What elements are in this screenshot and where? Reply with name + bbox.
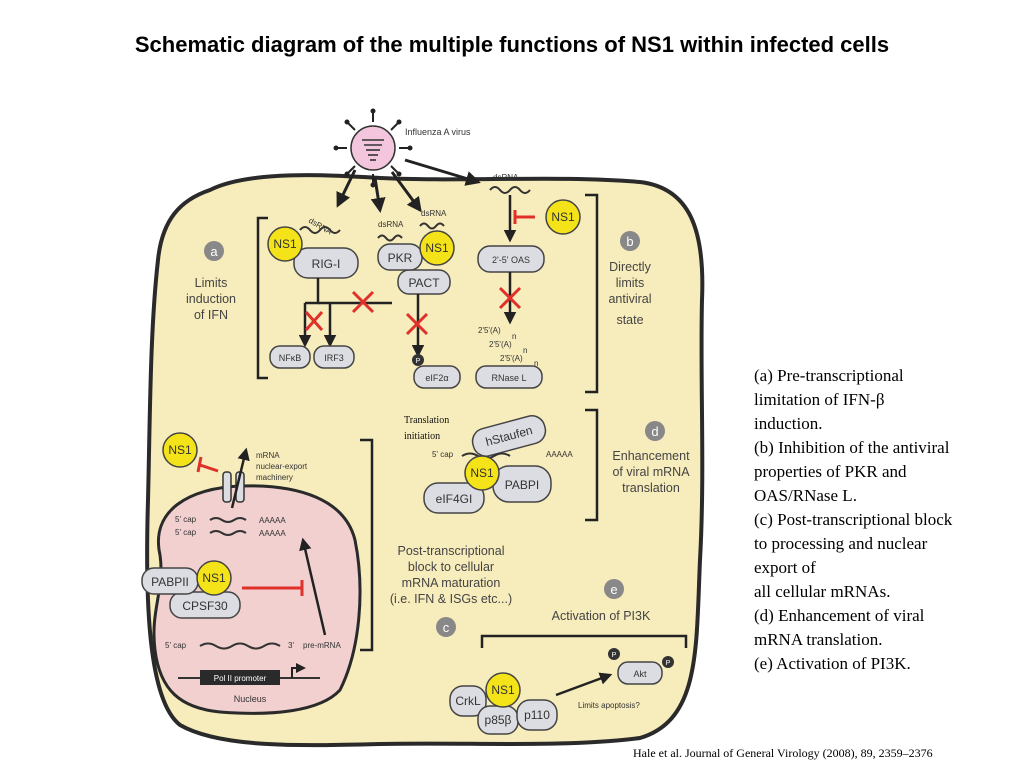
caption-line: (b) Inhibition of the antiviral	[754, 438, 950, 457]
five-cap-2: 5' cap	[175, 528, 197, 537]
caption-line: limitation of IFN-β	[754, 390, 885, 409]
rnase-l-label: RNase L	[491, 373, 526, 383]
oligo-2: 2'5'(A)	[489, 340, 512, 349]
ns1-label-nucleus: NS1	[202, 571, 226, 585]
pact-label: PACT	[408, 276, 440, 290]
aaaaa-2: AAAAA	[259, 529, 286, 538]
mrna-export-1: mRNA	[256, 451, 280, 460]
oas-label: 2'-5' OAS	[492, 255, 530, 265]
caption-line: all cellular mRNAs.	[754, 582, 891, 601]
section-d-letter: d	[651, 424, 658, 439]
influenza-virus-icon	[333, 108, 413, 188]
ns1-label-d: NS1	[470, 466, 494, 480]
caption-line: OAS/RNase L.	[754, 486, 857, 505]
ns1-label-pkr: NS1	[425, 241, 449, 255]
page-title: Schematic diagram of the multiple functi…	[134, 32, 890, 57]
caption-line: (a) Pre-transcriptional	[754, 366, 904, 385]
pabpii-label: PABPII	[151, 575, 189, 589]
section-b-letter: b	[626, 234, 633, 249]
section-c-line4: (i.e. IFN & ISGs etc...)	[390, 592, 512, 606]
section-a-line2: induction	[186, 292, 236, 306]
pkr-label: PKR	[388, 251, 413, 265]
caption-line: mRNA translation.	[754, 630, 883, 649]
translation-initiation-1: Translation	[404, 415, 449, 426]
section-b-line2: limits	[616, 276, 644, 290]
caption-line: (e) Activation of PI3K.	[754, 654, 911, 673]
irf3-label: IRF3	[324, 353, 344, 363]
phospho-label-akt-1: P	[612, 652, 617, 659]
section-d-line2: of viral mRNA	[612, 465, 690, 479]
phospho-label-akt-2: P	[666, 660, 671, 667]
caption-line: (d) Enhancement of viral	[754, 606, 925, 625]
citation: Hale et al. Journal of General Virology …	[633, 746, 933, 760]
five-cap-3: 5' cap	[165, 641, 187, 650]
dsrna-label-pkr: dsRNA	[378, 220, 404, 229]
caption-line: to processing and nuclear	[754, 534, 928, 553]
section-c-line1: Post-transcriptional	[398, 544, 505, 558]
section-c-letter: c	[443, 620, 450, 635]
ns1-label-export: NS1	[168, 443, 192, 457]
dsrna-label-oas: dsRNA	[493, 173, 519, 182]
oligo-1-n: n	[512, 332, 516, 341]
oligo-1: 2'5'(A)	[478, 326, 501, 335]
eif4gi-label: eIF4GI	[436, 492, 473, 506]
pol-ii-promoter-label: Pol II promoter	[214, 674, 267, 683]
section-b-line1: Directly	[609, 260, 651, 274]
oligo-3: 2'5'(A)	[500, 354, 523, 363]
ns1-label-e: NS1	[491, 683, 515, 697]
figure-caption: (a) Pre-transcriptional limitation of IF…	[754, 364, 1004, 676]
aaaaa-1: AAAAA	[259, 516, 286, 525]
section-b-line4: state	[616, 313, 643, 327]
section-c-line3: mRNA maturation	[402, 576, 501, 590]
rig-i-label: RIG-I	[312, 257, 341, 271]
nfkb-label: NFκB	[279, 353, 302, 363]
pabpi-label: PABPI	[505, 478, 539, 492]
section-a-line1: Limits	[195, 276, 228, 290]
ns1-label-oas: NS1	[551, 210, 575, 224]
section-d-line3: translation	[622, 481, 680, 495]
oligo-3-n: n	[534, 359, 538, 368]
virus-label: Influenza A virus	[405, 127, 471, 137]
five-cap-1: 5' cap	[175, 515, 197, 524]
caption-line: export of	[754, 558, 816, 577]
caption-line: properties of PKR and	[754, 462, 907, 481]
caption-line: (c) Post-transcriptional block	[754, 510, 953, 529]
phospho-label-eif2a: P	[416, 358, 421, 365]
eif2a-label: eIF2α	[425, 373, 448, 383]
akt-label: Akt	[633, 669, 647, 679]
five-cap-d: 5' cap	[432, 450, 454, 459]
mrna-export-3: machinery	[256, 473, 293, 482]
mrna-export-2: nuclear-export	[256, 462, 308, 471]
nucleus-label: Nucleus	[234, 694, 267, 704]
pre-mrna-label: pre-mRNA	[303, 641, 341, 650]
section-a-line3: of IFN	[194, 308, 228, 322]
limits-apoptosis-label: Limits apoptosis?	[578, 701, 640, 710]
cpsf30-label: CPSF30	[182, 599, 228, 613]
section-a-letter: a	[210, 244, 218, 259]
caption-line: induction.	[754, 414, 823, 433]
section-e-text: Activation of PI3K	[552, 609, 651, 623]
section-d-line1: Enhancement	[612, 449, 690, 463]
crkl-label: CrkL	[455, 694, 481, 708]
translation-initiation-2: initiation	[404, 431, 440, 442]
p85b-label: p85β	[485, 713, 512, 727]
dsrna-label-pkr2: dsRNA	[421, 209, 447, 218]
section-e-letter: e	[610, 582, 617, 597]
aaaaa-d: AAAAA	[546, 450, 573, 459]
oligo-2-n: n	[523, 346, 527, 355]
three-prime: 3'	[288, 641, 294, 650]
ns1-label-a: NS1	[273, 237, 297, 251]
section-b-line3: antiviral	[608, 292, 651, 306]
section-c-line2: block to cellular	[408, 560, 494, 574]
p110-label: p110	[524, 708, 550, 722]
